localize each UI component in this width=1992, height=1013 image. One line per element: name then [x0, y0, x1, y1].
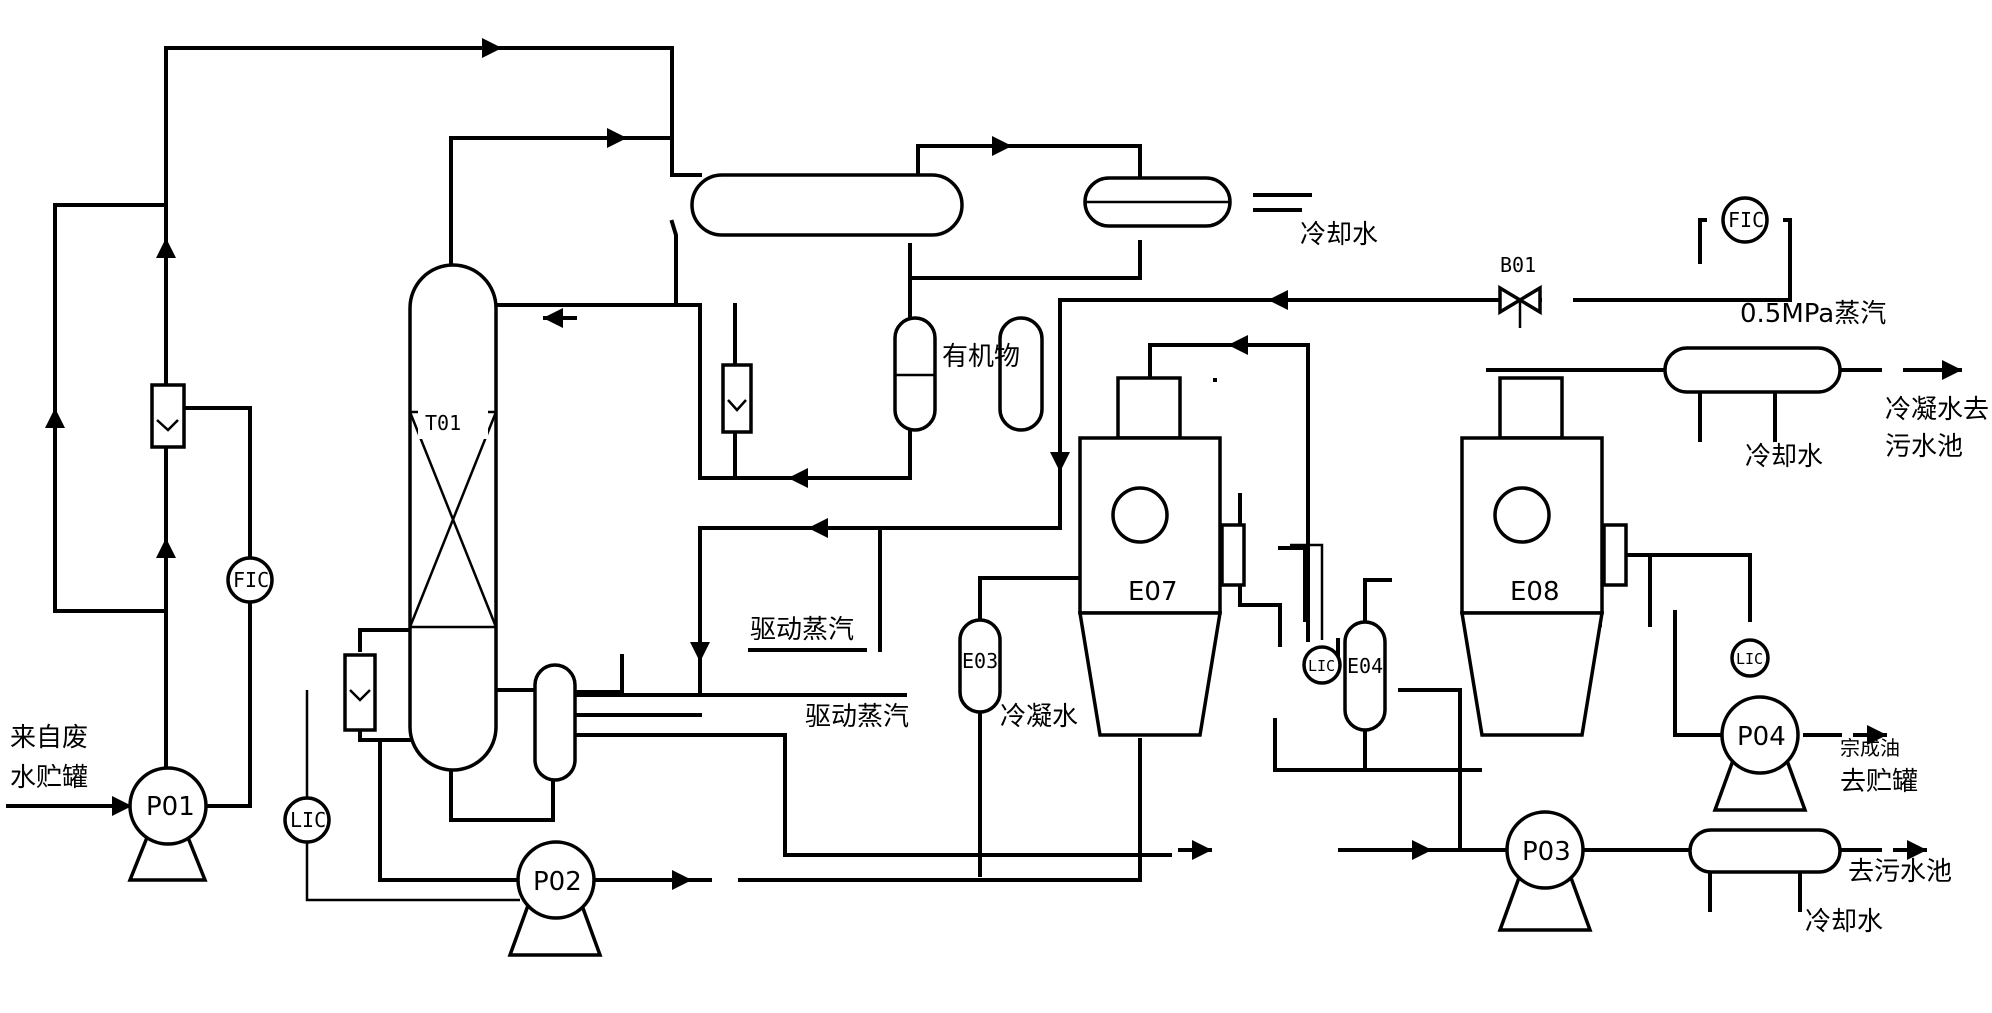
e08-label: E08 — [1510, 577, 1560, 607]
label-condensate-pool-2: 污水池 — [1885, 432, 1963, 462]
valve-b01: B01 — [1498, 253, 1542, 328]
piping — [6, 46, 1937, 912]
label-cooling-water-top: 冷却水 — [1300, 220, 1378, 250]
fic-steam: FIC — [1721, 196, 1769, 244]
label-steam-05: 0.5MPa蒸汽 — [1740, 299, 1886, 329]
reboiler — [533, 663, 577, 782]
p01-label: P01 — [146, 792, 195, 822]
lic-e04: LIC — [1302, 645, 1342, 685]
condenser-main — [690, 173, 964, 237]
rotameter-reflux — [721, 363, 753, 434]
label-driving-steam-2: 驱动蒸汽 — [805, 702, 909, 732]
label-organics: 有机物 — [942, 342, 1020, 372]
tower-t01: T01 — [408, 263, 498, 772]
p04-label: P04 — [1737, 722, 1786, 752]
pump-p03: P03 — [1497, 810, 1593, 932]
exchanger-e04: E04 — [1343, 620, 1387, 732]
rotameter-tower — [343, 653, 377, 732]
label-condensate: 冷凝水 — [1000, 702, 1078, 732]
cooler-bottom-right — [1688, 828, 1842, 874]
evaporator-e08: E08 — [1459, 376, 1628, 737]
organics-tank — [998, 316, 1044, 432]
label-driving-steam-1: 驱动蒸汽 — [750, 615, 854, 645]
b01-label: B01 — [1500, 253, 1536, 277]
flow-arrows — [45, 38, 1962, 890]
evaporator-e07: E07 — [1077, 376, 1246, 737]
rotameter-p01 — [150, 383, 186, 449]
lic-tower-label: LIC — [290, 808, 326, 832]
p03-label: P03 — [1522, 837, 1571, 867]
exchanger-e03: E03 — [958, 618, 1002, 714]
lic-tower: LIC — [283, 796, 331, 844]
lic-p04-label: LIC — [1736, 650, 1763, 668]
pump-p01: P01 — [127, 766, 208, 882]
pump-p02: P02 — [507, 840, 603, 957]
label-source-1: 来自废 — [10, 723, 88, 753]
label-cooling-water-mid: 冷却水 — [1745, 442, 1823, 472]
e04-label: E04 — [1347, 654, 1383, 678]
label-to-sewage: 去污水池 — [1848, 857, 1952, 887]
pump-p04: P04 — [1712, 695, 1808, 812]
cooler-top-right — [1663, 346, 1842, 394]
t01-label: T01 — [425, 411, 461, 435]
label-finished-oil-2: 去贮罐 — [1840, 767, 1918, 797]
fic-p01: FIC — [226, 556, 274, 604]
fic-steam-label: FIC — [1728, 208, 1764, 232]
label-source-2: 水贮罐 — [10, 763, 88, 793]
e07-label: E07 — [1128, 577, 1178, 607]
label-cooling-water-bottom: 冷却水 — [1805, 907, 1883, 937]
label-finished-oil-1: 宗成油 — [1840, 736, 1900, 760]
p02-label: P02 — [533, 867, 582, 897]
label-condensate-pool-1: 冷凝水去 — [1885, 395, 1989, 425]
e03-label: E03 — [962, 649, 998, 673]
lic-e04-label: LIC — [1308, 657, 1335, 675]
lic-p04: LIC — [1730, 638, 1770, 678]
fic-p01-label: FIC — [233, 568, 269, 592]
